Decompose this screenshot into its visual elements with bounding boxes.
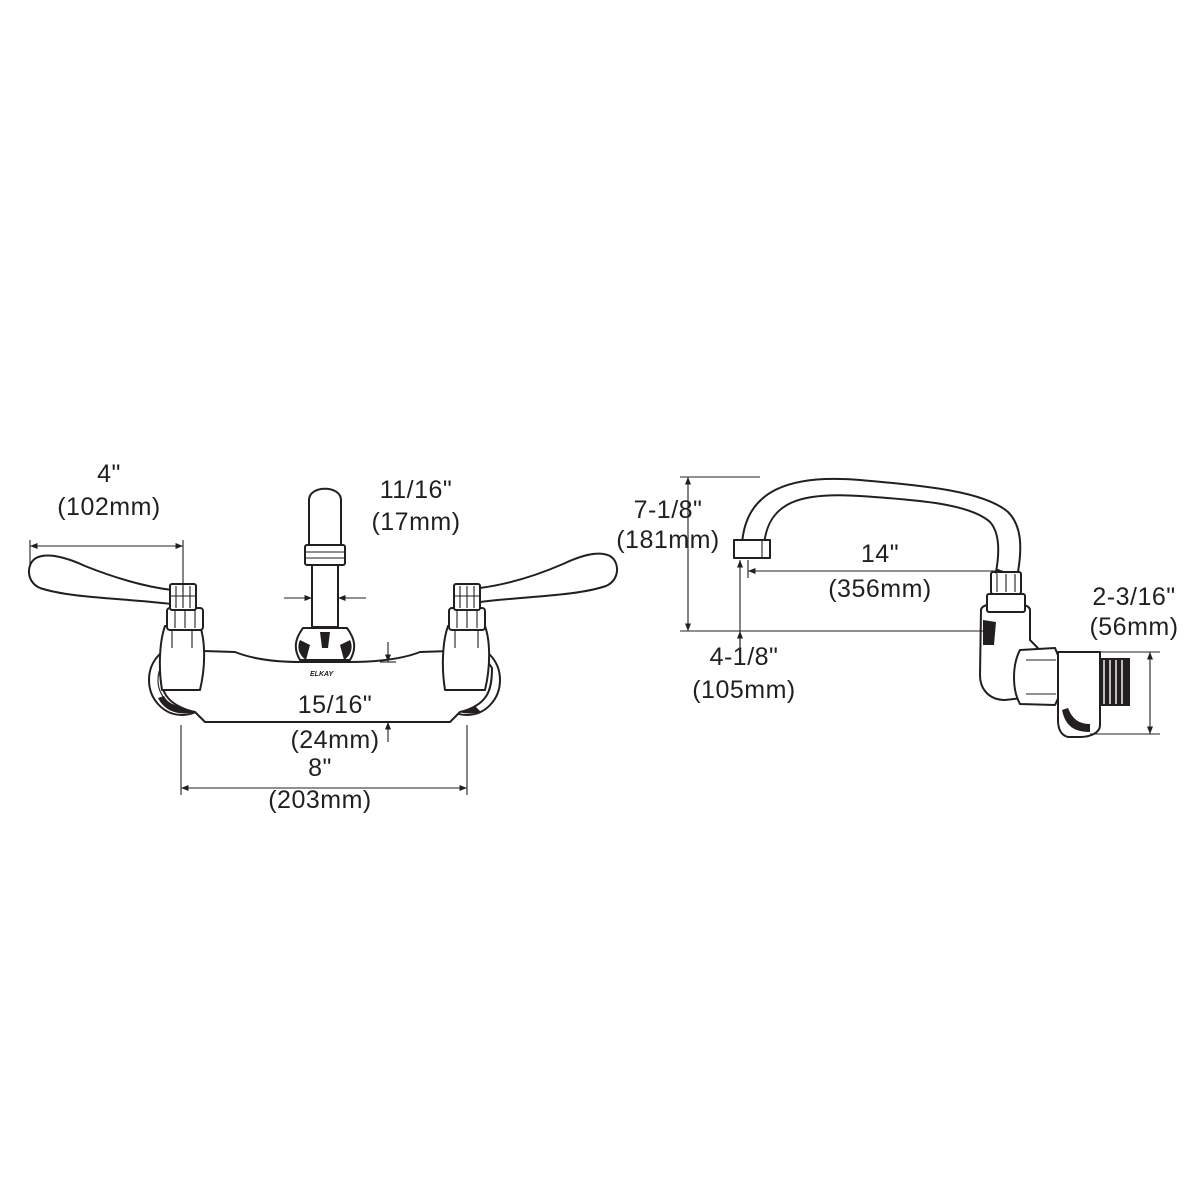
- handle-reach-imperial: 4": [97, 460, 121, 488]
- aerator: [733, 539, 771, 559]
- centre-spout: ELKAY: [294, 487, 356, 678]
- wall-supply: [1013, 647, 1130, 738]
- dim-handle-reach: 4" (102mm): [29, 460, 184, 592]
- body-height-imperial: 15/16": [298, 691, 372, 719]
- wall-projection-imperial: 2-3/16": [1092, 583, 1175, 611]
- dim-centers: 8" (203mm): [180, 725, 468, 814]
- faucet-body: [159, 649, 493, 723]
- handle-reach-metric: (102mm): [57, 493, 161, 521]
- spout-reach-metric: (356mm): [828, 575, 932, 603]
- left-wristblade-handle: [28, 554, 197, 611]
- right-valve-body: [441, 625, 491, 691]
- right-wristblade-handle: [453, 552, 618, 611]
- spout-reach-imperial: 14": [861, 540, 899, 568]
- spout-height-imperial: 7-1/8": [634, 496, 703, 524]
- spout-diameter-imperial: 11/16": [380, 476, 453, 504]
- centers-metric: (203mm): [268, 786, 372, 814]
- dim-wall-projection: 2-3/16" (56mm): [1089, 583, 1178, 735]
- brand-logo: ELKAY: [310, 671, 335, 678]
- dim-spout-height: 7-1/8" (181mm): [616, 476, 985, 632]
- dim-spout-diameter: 11/16" (17mm): [284, 476, 460, 606]
- dim-outlet-height: 4-1/8" (105mm): [692, 560, 796, 704]
- spout-diameter-metric: (17mm): [371, 508, 460, 536]
- outlet-height-metric: (105mm): [692, 676, 796, 704]
- dim-spout-reach: 14" (356mm): [747, 540, 1003, 603]
- front-view: ELKAY 4" (102mm) 11/16" (17mm) 15/16" (: [28, 460, 618, 814]
- dim-body-height: 15/16" (24mm): [290, 642, 396, 754]
- left-valve-body: [158, 625, 206, 691]
- body-height-metric: (24mm): [290, 726, 379, 754]
- spout-height-metric: (181mm): [616, 526, 720, 554]
- centers-imperial: 8": [308, 754, 332, 782]
- side-view: 7-1/8" (181mm) 14" (356mm) 4-1/8" (105mm…: [616, 476, 1178, 738]
- outlet-height-imperial: 4-1/8": [710, 643, 779, 671]
- wall-projection-metric: (56mm): [1089, 613, 1178, 641]
